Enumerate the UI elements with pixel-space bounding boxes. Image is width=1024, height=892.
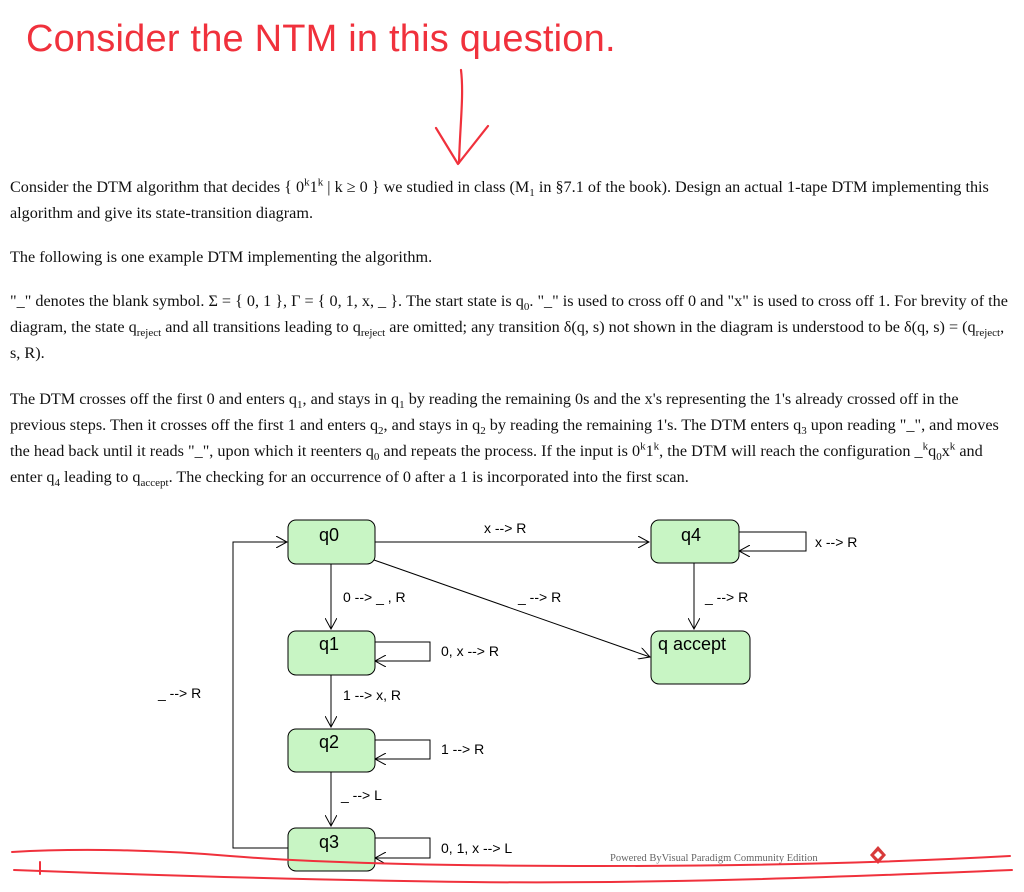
state-q1-label: q1 <box>319 634 339 654</box>
label-q0-accept: _ --> R <box>517 589 561 605</box>
state-q2 <box>287 728 376 773</box>
edge-q3-loop <box>375 837 431 858</box>
footer-credit: Powered ByVisual Paradigm Community Edit… <box>610 853 818 864</box>
state-q4-label: q4 <box>681 525 701 545</box>
paragraph-alphabet: "_" denotes the blank symbol. Σ = { 0, 1… <box>10 292 1008 362</box>
state-qaccept-label: q accept <box>658 634 726 654</box>
state-q0 <box>287 519 376 565</box>
state-q3-label: q3 <box>319 832 339 852</box>
label-q0-q1: 0 --> _ , R <box>343 589 406 605</box>
label-q3-loop: 0, 1, x --> L <box>441 840 512 856</box>
label-q4-loop: x --> R <box>815 534 857 550</box>
state-q2-label: q2 <box>319 732 339 752</box>
edge-q0-accept <box>373 559 650 657</box>
annotation-underline <box>11 848 1013 884</box>
paragraph-description: The DTM crosses off the first 0 and ente… <box>10 390 999 490</box>
label-q2-q3: _ --> L <box>340 787 382 803</box>
annotation-heading: Consider the NTM in this question. <box>26 18 616 60</box>
state-qaccept <box>650 630 751 685</box>
state-q0-label: q0 <box>319 525 339 545</box>
label-q1-q2: 1 --> x, R <box>343 687 401 703</box>
paragraph-example: The following is one example DTM impleme… <box>10 248 433 266</box>
annotation-arrow <box>434 68 490 166</box>
label-q0-q4: x --> R <box>484 520 526 536</box>
visual-paradigm-logo-icon <box>870 846 886 864</box>
edge-q3-q0 <box>232 542 288 849</box>
edge-q1-loop <box>375 641 431 661</box>
label-q4-accept: _ --> R <box>704 589 748 605</box>
edge-q4-loop <box>739 531 807 551</box>
state-q4 <box>650 519 740 564</box>
paragraph-problem: Consider the DTM algorithm that decides … <box>10 176 989 222</box>
label-q2-loop: 1 --> R <box>441 741 484 757</box>
label-q3-q0: _ --> R <box>157 685 201 701</box>
edge-q2-loop <box>375 739 431 759</box>
label-q1-loop: 0, x --> R <box>441 643 499 659</box>
states <box>287 519 751 872</box>
state-q1 <box>287 630 376 676</box>
